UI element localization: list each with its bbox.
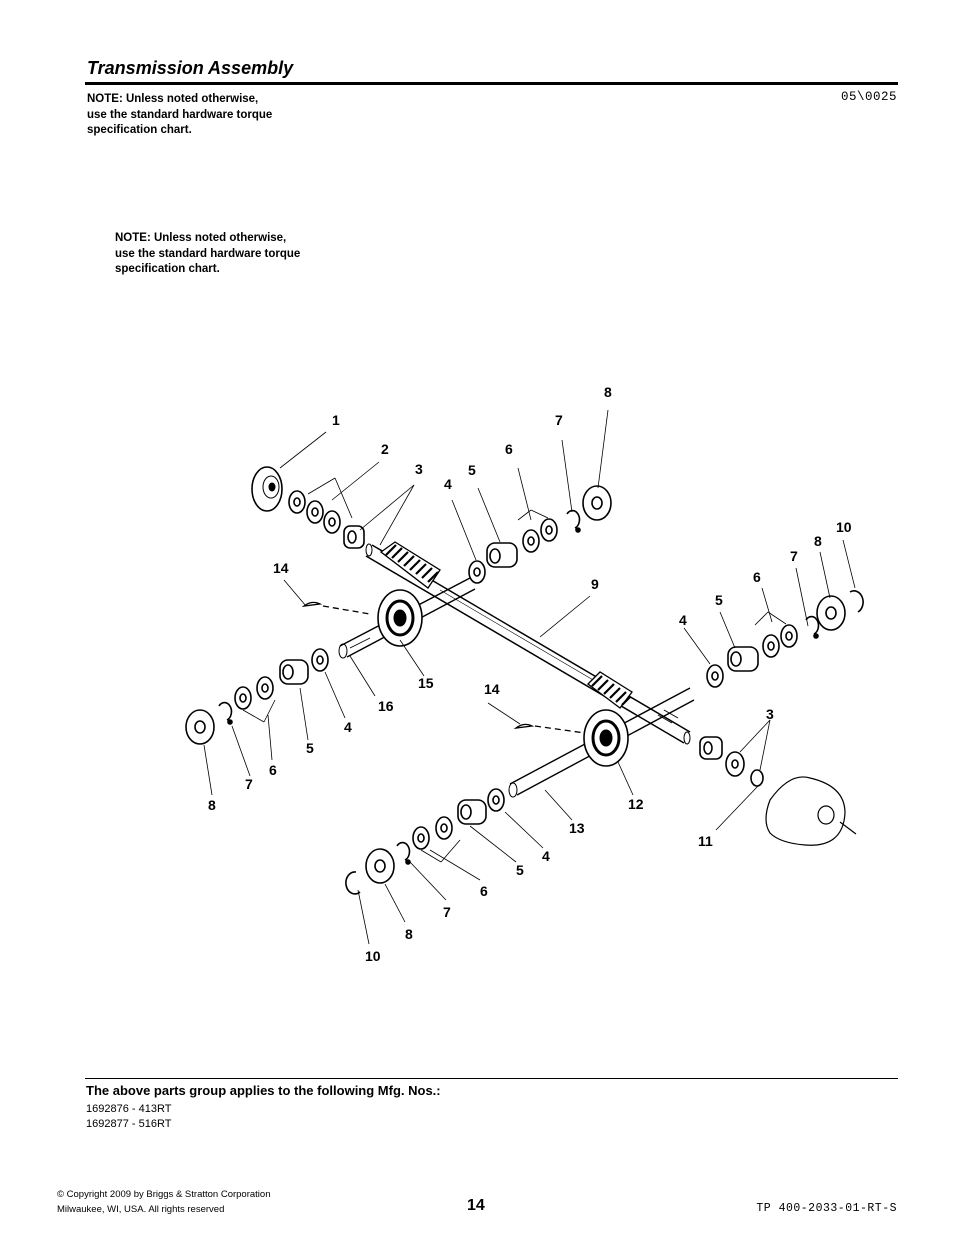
callout-7: 7 — [555, 412, 563, 428]
note-line: NOTE: Unless noted otherwise, — [115, 232, 287, 244]
note-line: use the standard hardware torque — [115, 247, 301, 260]
callout-1: 1 — [332, 412, 340, 428]
callout-6: 6 — [505, 441, 513, 457]
callout-10: 10 — [365, 948, 381, 964]
note-line: use the standard hardware torque — [87, 108, 273, 121]
part-callouts: 1 2 3 4 5 6 7 8 9 10 8 7 6 5 4 14 14 15 … — [208, 384, 852, 964]
washer-stack — [185, 485, 864, 895]
callout-3: 3 — [415, 461, 423, 477]
callout-9: 9 — [591, 576, 599, 592]
copyright-address: Milwaukee, WI, USA. All rights reserved — [57, 1204, 225, 1215]
output-shaft-lower — [508, 687, 695, 798]
mfg-number: 1692877 - 516RT — [86, 1118, 172, 1130]
callout-7: 7 — [245, 776, 253, 792]
note-line: NOTE: Unless noted otherwise, — [87, 93, 259, 105]
callout-8: 8 — [405, 926, 413, 942]
applies-rule — [85, 1078, 898, 1079]
worm-gear-upper — [379, 541, 441, 589]
callout-14: 14 — [484, 681, 500, 697]
mfg-number: 1692876 - 413RT — [86, 1103, 172, 1115]
callout-6: 6 — [269, 762, 277, 778]
callout-8: 8 — [814, 533, 822, 549]
leader-lines — [203, 409, 856, 945]
gearbox-cover — [765, 776, 857, 846]
applies-heading: The above parts group applies to the fol… — [86, 1083, 441, 1098]
note-line: specification chart. — [87, 124, 192, 136]
callout-8: 8 — [208, 797, 216, 813]
worm-gear-lower — [587, 671, 633, 709]
woodruff-keys — [301, 601, 586, 734]
page-number: 14 — [467, 1197, 485, 1214]
callout-7: 7 — [790, 548, 798, 564]
callout-10: 10 — [836, 519, 852, 535]
callout-5: 5 — [468, 462, 476, 478]
document-code: TP 400-2033-01-RT-S — [756, 1202, 897, 1215]
torque-note-duplicate: NOTE: Unless noted otherwise, use the st… — [115, 231, 300, 278]
output-shaft-upper — [338, 577, 476, 659]
callout-16: 16 — [378, 698, 394, 714]
callout-8: 8 — [604, 384, 612, 400]
callout-11: 11 — [698, 833, 713, 849]
callout-4: 4 — [344, 719, 352, 735]
page-title: Transmission Assembly — [87, 58, 294, 78]
callout-12: 12 — [628, 796, 644, 812]
flange-bearing — [251, 466, 283, 512]
callout-13: 13 — [569, 820, 585, 836]
callout-2: 2 — [381, 441, 389, 457]
callout-5: 5 — [516, 862, 524, 878]
callout-4: 4 — [679, 612, 687, 628]
callout-4: 4 — [444, 476, 452, 492]
title-rule — [85, 82, 898, 85]
copyright-line: © Copyright 2009 by Briggs & Stratton Co… — [57, 1189, 271, 1200]
note-line: specification chart. — [115, 263, 220, 275]
callout-7: 7 — [443, 904, 451, 920]
callout-3: 3 — [766, 706, 774, 722]
callout-5: 5 — [715, 592, 723, 608]
callout-4: 4 — [542, 848, 550, 864]
callout-14: 14 — [273, 560, 289, 576]
callout-15: 15 — [418, 675, 434, 691]
callout-5: 5 — [306, 740, 314, 756]
torque-note: NOTE: Unless noted otherwise, use the st… — [87, 92, 272, 139]
callout-6: 6 — [480, 883, 488, 899]
reference-code: 05\0025 — [840, 90, 897, 104]
callout-6: 6 — [753, 569, 761, 585]
